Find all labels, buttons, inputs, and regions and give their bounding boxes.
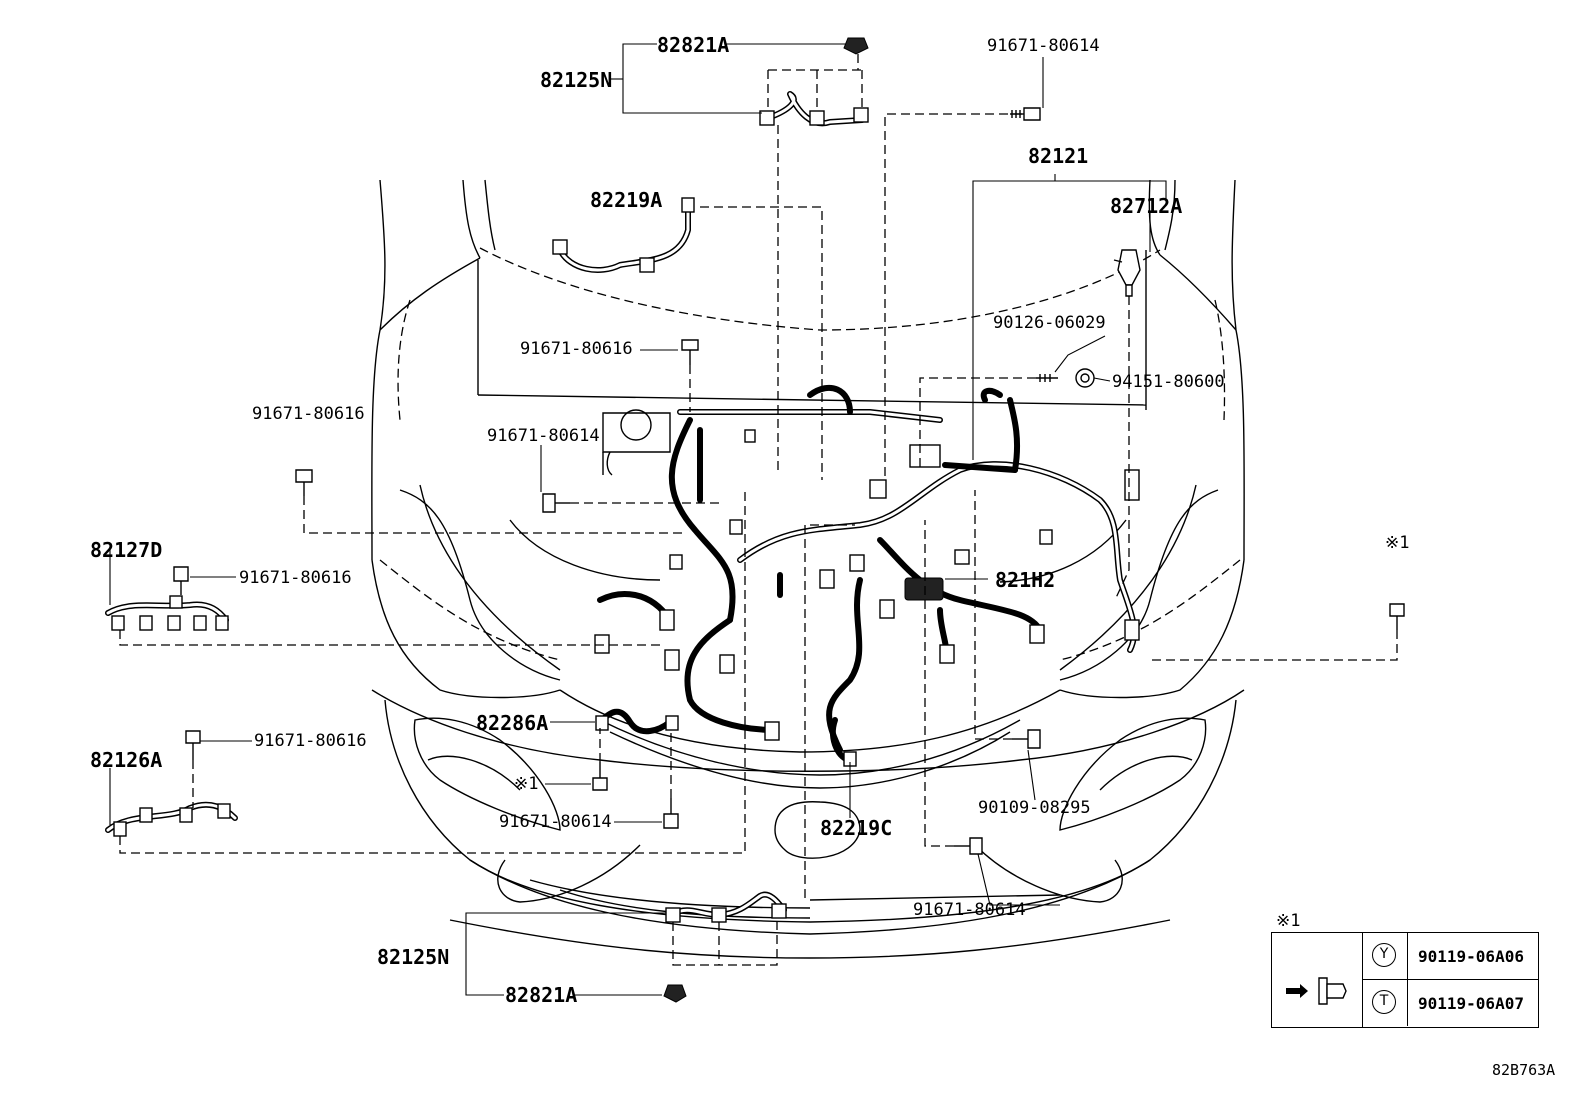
fasteners bbox=[173, 107, 1405, 855]
callout-82125N-bottom: 82125N bbox=[377, 945, 450, 969]
callout-82821A-top: 82821A bbox=[657, 33, 730, 57]
callout-94151-80600: 94151-80600 bbox=[1112, 372, 1225, 392]
fastener-legend-table: Y 90119-06A06 T 90119-06A07 bbox=[1271, 932, 1539, 1028]
legend-code-cell: Y bbox=[1363, 933, 1408, 979]
callout-ref1-low: ※1 bbox=[514, 774, 539, 794]
legend-part-number: 90119-06A06 bbox=[1418, 947, 1524, 966]
leader-lines bbox=[109, 43, 1167, 996]
harness-82286A bbox=[595, 708, 679, 735]
callout-90109-08295: 90109-08295 bbox=[978, 798, 1091, 818]
legend-row: T 90119-06A07 bbox=[1362, 980, 1539, 1027]
callout-90126-06029: 90126-06029 bbox=[993, 313, 1106, 333]
callout-82121: 82121 bbox=[1028, 144, 1089, 168]
legend-row: Y 90119-06A06 bbox=[1362, 933, 1539, 980]
harness-82219A bbox=[552, 197, 823, 480]
callout-82219A: 82219A bbox=[590, 188, 663, 212]
legend-part-number: 90119-06A07 bbox=[1418, 994, 1524, 1013]
callout-82219C: 82219C bbox=[820, 816, 893, 840]
callout-91671-80614-bottom: 91671-80614 bbox=[913, 900, 1026, 920]
harness-82126A bbox=[105, 490, 746, 854]
callout-82286A: 82286A bbox=[476, 711, 549, 735]
callout-91671-80616-left: 91671-80616 bbox=[252, 404, 365, 424]
legend-code-cell: T bbox=[1363, 980, 1408, 1026]
legend-bolt-icon bbox=[1286, 977, 1347, 1005]
harness-82125N-top bbox=[759, 37, 869, 470]
callout-82126A: 82126A bbox=[90, 748, 163, 772]
harness-82127D bbox=[105, 595, 665, 646]
callout-82712A: 82712A bbox=[1110, 194, 1183, 218]
engine-harness-82121 bbox=[594, 384, 1140, 753]
harness-82219C bbox=[829, 717, 857, 767]
callout-ref1-right: ※1 bbox=[1385, 533, 1410, 553]
legend-code-circle: T bbox=[1372, 990, 1396, 1014]
vehicle-outline bbox=[371, 179, 1245, 959]
callout-91671-80614-top: 91671-80614 bbox=[987, 36, 1100, 56]
callout-91671-80614-low: 91671-80614 bbox=[499, 812, 612, 832]
callout-82821A-bottom: 82821A bbox=[505, 983, 578, 1007]
harness-82125N-bottom bbox=[663, 524, 855, 1003]
callout-91671-80614-left: 91671-80614 bbox=[487, 426, 600, 446]
callout-82125N-top: 82125N bbox=[540, 68, 613, 92]
callout-821H2: 821H2 bbox=[995, 568, 1056, 592]
callout-91671-80616-mid: 91671-80616 bbox=[520, 339, 633, 359]
legend-title: ※1 bbox=[1276, 911, 1301, 931]
callout-82127D: 82127D bbox=[90, 538, 163, 562]
callout-91671-80616-82126A: 91671-80616 bbox=[254, 731, 367, 751]
legend-code-circle: Y bbox=[1372, 943, 1396, 967]
callout-91671-80616-82127D: 91671-80616 bbox=[239, 568, 352, 588]
diagram-id: 82B763A bbox=[1492, 1061, 1556, 1079]
